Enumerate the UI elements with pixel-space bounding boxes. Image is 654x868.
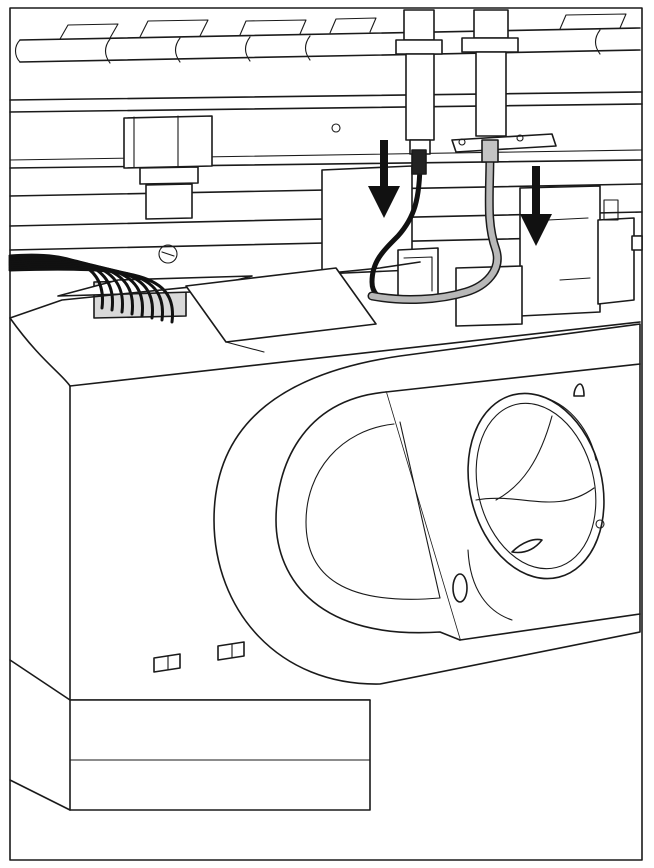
status-led-1: [153, 653, 181, 673]
top-manifold-rail: [14, 13, 641, 64]
status-led-2: [217, 641, 245, 661]
gas-valve-fitting: [123, 115, 213, 264]
dial-flame-max-icon: [573, 383, 585, 397]
dial-pointer-icon: [511, 538, 543, 554]
igniter-lead: [367, 139, 502, 304]
front-control-housing: [9, 261, 641, 811]
callout-arrow-left: [368, 140, 400, 218]
wire-bundle: [8, 253, 174, 324]
figure-frame: [9, 7, 643, 861]
dial-flame-min-icon: [452, 573, 468, 603]
mounting-hole: [331, 123, 341, 133]
temperature-dial: [452, 383, 605, 621]
burner-tubes: [395, 9, 557, 155]
control-knob-panel: [213, 323, 641, 685]
callout-arrow-right: [520, 166, 552, 246]
screw-head: [158, 244, 178, 264]
bundle-wire: [8, 267, 174, 324]
